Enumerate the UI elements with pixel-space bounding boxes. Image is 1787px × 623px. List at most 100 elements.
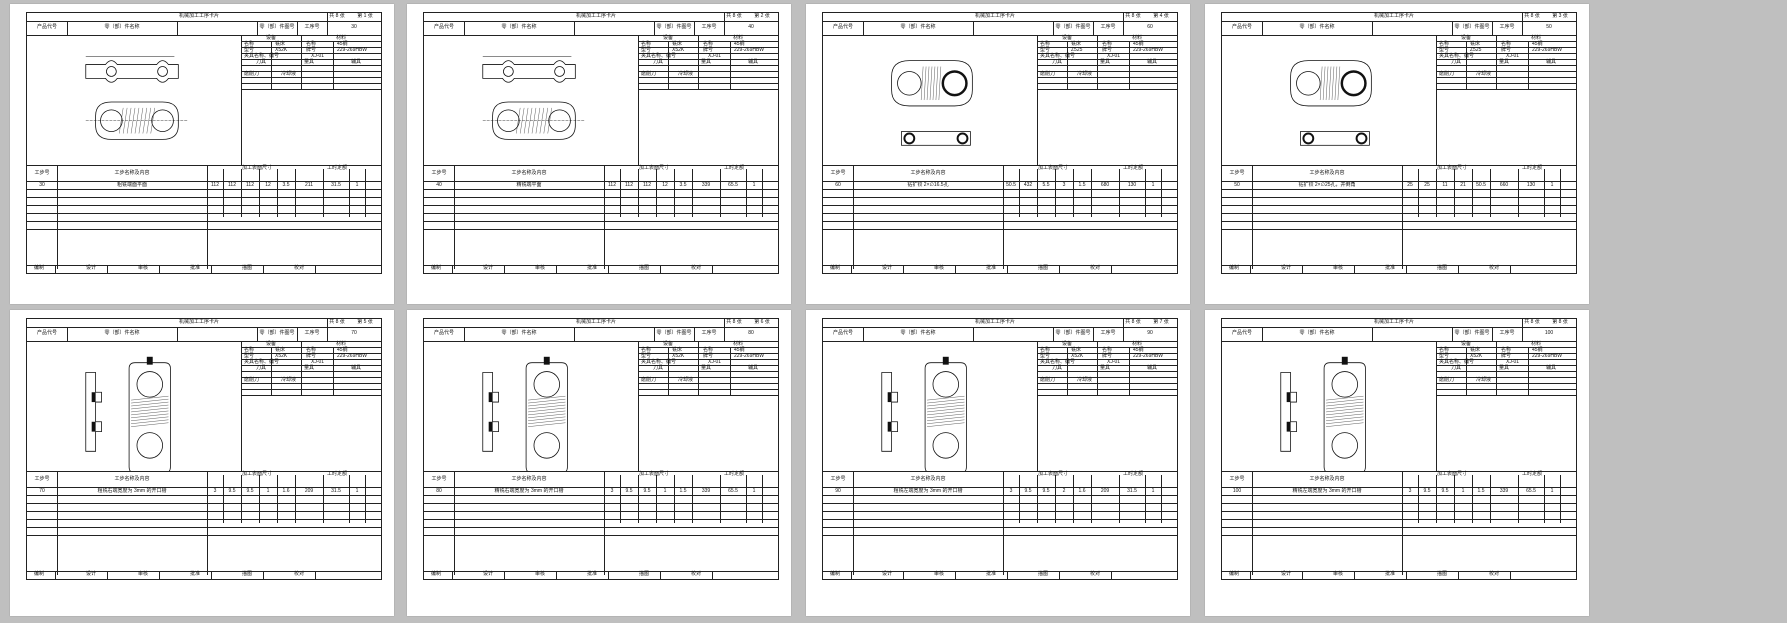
product-code-label: 产品代号 <box>832 330 854 336</box>
machining-value: 65.5 <box>728 488 738 494</box>
signature-label: 校对 <box>1089 571 1101 577</box>
equipment-label: 设备 <box>265 341 277 347</box>
signature-label: 批准 <box>1384 265 1396 271</box>
table-rule <box>1073 475 1074 523</box>
signature-label: 校对 <box>690 571 702 577</box>
equipment-name-label: 名称 <box>244 41 255 47</box>
table-rule <box>638 35 639 165</box>
table-rule <box>638 389 778 390</box>
table-rule <box>1436 395 1576 396</box>
signature-label: 批准 <box>189 265 201 271</box>
machining-value: 9.5 <box>228 488 236 494</box>
table-rule <box>1436 371 1576 372</box>
table-rule <box>223 169 224 217</box>
step-no-value: 90 <box>835 488 841 494</box>
table-rule <box>1037 383 1177 384</box>
signature-label: 校对 <box>1488 571 1500 577</box>
step-content-label: 工步名称及内容 <box>910 476 946 482</box>
table-rule <box>55 265 56 273</box>
machine-model-value: Z525 <box>1071 47 1083 53</box>
table-rule <box>223 475 224 523</box>
part-drawing <box>85 356 171 471</box>
machining-value: 3.5 <box>679 182 687 188</box>
grind-label: 磨削刀 <box>641 377 657 383</box>
machining-value: 1 <box>1550 488 1554 494</box>
signature-label: 批准 <box>1384 571 1396 577</box>
brand-label: 牌号 <box>1501 47 1512 53</box>
fixture-value: XJ-01 <box>1506 359 1520 365</box>
table-rule <box>1436 475 1437 523</box>
table-rule <box>1019 169 1020 217</box>
aux-label: 辅具 <box>1545 365 1557 371</box>
gauge-label: 量具 <box>700 59 712 65</box>
table-rule <box>1037 41 1177 42</box>
step-no-value: 40 <box>436 182 442 188</box>
table-rule <box>694 21 695 35</box>
table-rule <box>504 571 505 579</box>
table-rule <box>823 527 1177 528</box>
machining-dims-label: 加工表面尺寸 <box>638 165 670 171</box>
table-rule <box>1123 13 1124 35</box>
table-rule <box>27 181 381 182</box>
equipment-name-value: 铣床 <box>672 41 683 47</box>
table-rule <box>1528 347 1529 395</box>
table-rule <box>1454 475 1455 523</box>
table-rule <box>1222 35 1576 36</box>
machining-dims-label: 加工表面尺寸 <box>1037 471 1069 477</box>
table-rule <box>955 265 956 273</box>
signature-label: 设计 <box>1280 571 1292 577</box>
table-rule <box>1252 471 1253 575</box>
product-code-label: 产品代号 <box>36 24 58 30</box>
table-rule <box>973 21 974 35</box>
table-rule <box>1129 41 1130 89</box>
table-rule <box>27 35 381 36</box>
equipment-name-value: 铣床 <box>275 347 286 353</box>
equipment-name-label: 名称 <box>1439 347 1450 353</box>
signature-label: 描图 <box>638 265 650 271</box>
material-value: 45钢 <box>1532 41 1543 47</box>
process-no-value: 80 <box>748 330 754 336</box>
table-rule <box>1560 475 1561 523</box>
table-rule <box>1037 65 1177 66</box>
signature-label: 审核 <box>534 571 546 577</box>
part-drawing <box>85 56 189 140</box>
table-rule <box>241 71 381 72</box>
model-label: 型号 <box>1040 47 1051 53</box>
table-rule <box>1250 265 1251 273</box>
part-no-label: 零（部）件图号 <box>1055 24 1091 30</box>
grind-label: 磨削刀 <box>641 71 657 77</box>
table-rule <box>1003 471 1004 575</box>
time-quota-label: 工时定额 <box>326 165 348 171</box>
table-rule <box>241 395 381 396</box>
table-rule <box>1037 353 1177 354</box>
signature-label: 校对 <box>293 265 305 271</box>
process-no-label: 工序号 <box>701 24 717 30</box>
table-rule <box>27 487 381 488</box>
signature-label: 审核 <box>137 265 149 271</box>
part-name-label: 零（部）件名称 <box>501 24 537 30</box>
aux-label: 辅具 <box>350 59 362 65</box>
table-rule <box>1436 65 1576 66</box>
table-rule <box>1037 59 1177 60</box>
machining-value: 31.5 <box>331 182 341 188</box>
step-no-value: 70 <box>39 488 45 494</box>
table-rule <box>1522 13 1523 35</box>
table-rule <box>1496 35 1497 89</box>
table-rule <box>1123 319 1124 341</box>
table-rule <box>1059 571 1060 579</box>
step-content-value: 钻扩铰 2×∅25孔，并倒角 <box>1298 182 1356 188</box>
table-rule <box>1518 169 1519 217</box>
part-name-label: 零（部）件名称 <box>1299 330 1335 336</box>
machining-value: 339 <box>1499 488 1509 494</box>
table-rule <box>1436 89 1576 90</box>
step-content-label: 工步名称及内容 <box>1309 476 1345 482</box>
machining-value: 1.6 <box>282 488 290 494</box>
table-rule <box>241 77 381 78</box>
machining-value: 65.5 <box>728 182 738 188</box>
machining-value: 1 <box>752 182 756 188</box>
model-label: 型号 <box>244 47 255 53</box>
machining-value: 3 <box>213 488 217 494</box>
machining-value: 3 <box>1009 488 1013 494</box>
